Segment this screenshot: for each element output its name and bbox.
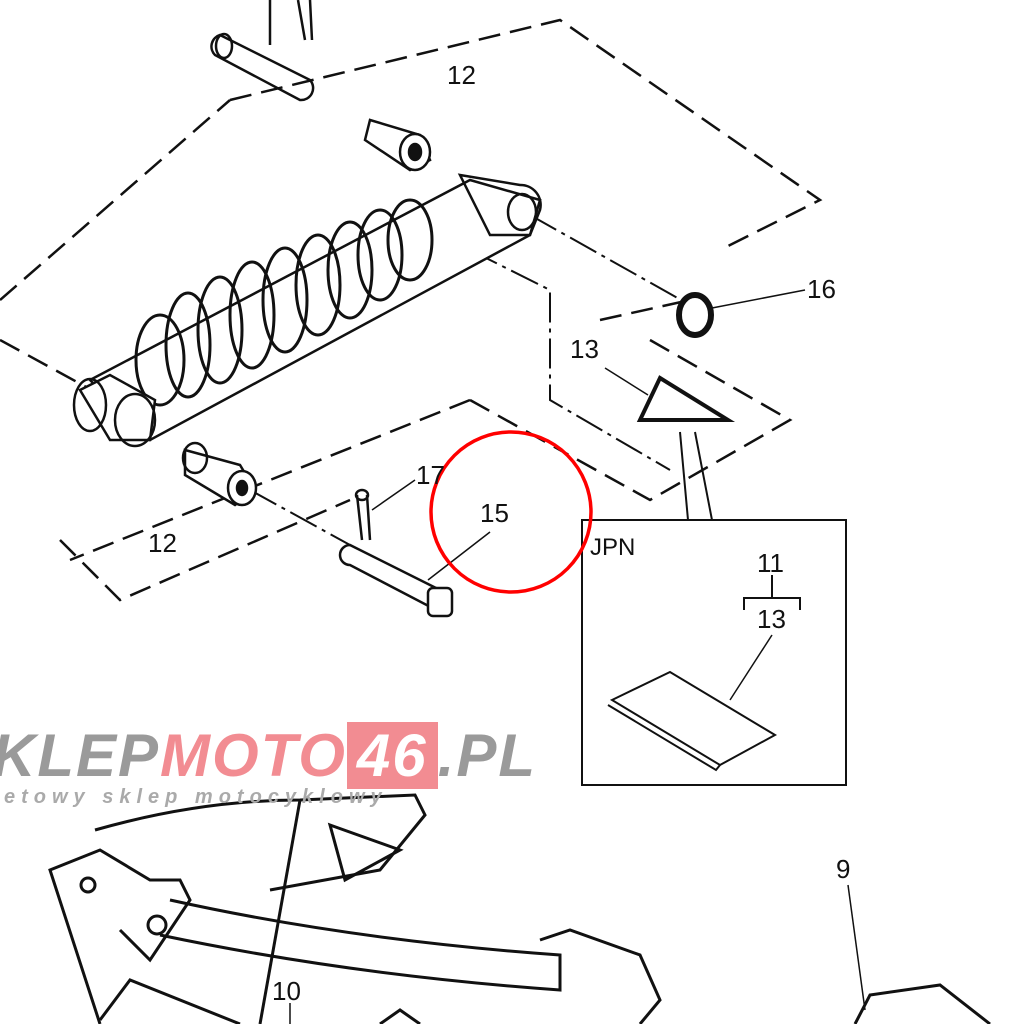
label-sticker	[607, 670, 778, 772]
callout-10: 10	[272, 976, 301, 1006]
callout-16: 16	[807, 274, 836, 304]
callout-13-inset: 13	[757, 604, 786, 634]
watermark-part: 46	[346, 722, 438, 789]
callout-12-top: 12	[447, 60, 476, 90]
inset-region-label: JPN	[590, 534, 636, 561]
callout-13: 13	[570, 334, 599, 364]
dashed-group-outline	[0, 18, 823, 602]
watermark-subtitle: etowy sklep motocyklowy	[4, 786, 388, 808]
inset-bracket	[729, 575, 801, 701]
collar-top	[363, 118, 432, 172]
jpn-inset-box	[581, 519, 847, 786]
rear-frame	[48, 793, 662, 1024]
shock-absorber	[72, 173, 542, 448]
bolt-top	[210, 0, 315, 102]
bolt-15	[338, 479, 491, 618]
part-9	[847, 884, 991, 1024]
washer-16	[676, 289, 806, 338]
watermark-part: KLEP	[0, 722, 161, 789]
callout-9: 9	[836, 854, 851, 884]
watermark-part: MOTO	[160, 722, 347, 789]
callout-17: 17	[416, 460, 445, 490]
collar-bottom	[181, 441, 258, 507]
callout-12-bottom: 12	[148, 528, 177, 558]
highlight-circle	[429, 430, 593, 594]
callout-15: 15	[480, 498, 509, 528]
callout-11: 11	[757, 548, 784, 578]
watermark-part: .PL	[437, 722, 538, 789]
